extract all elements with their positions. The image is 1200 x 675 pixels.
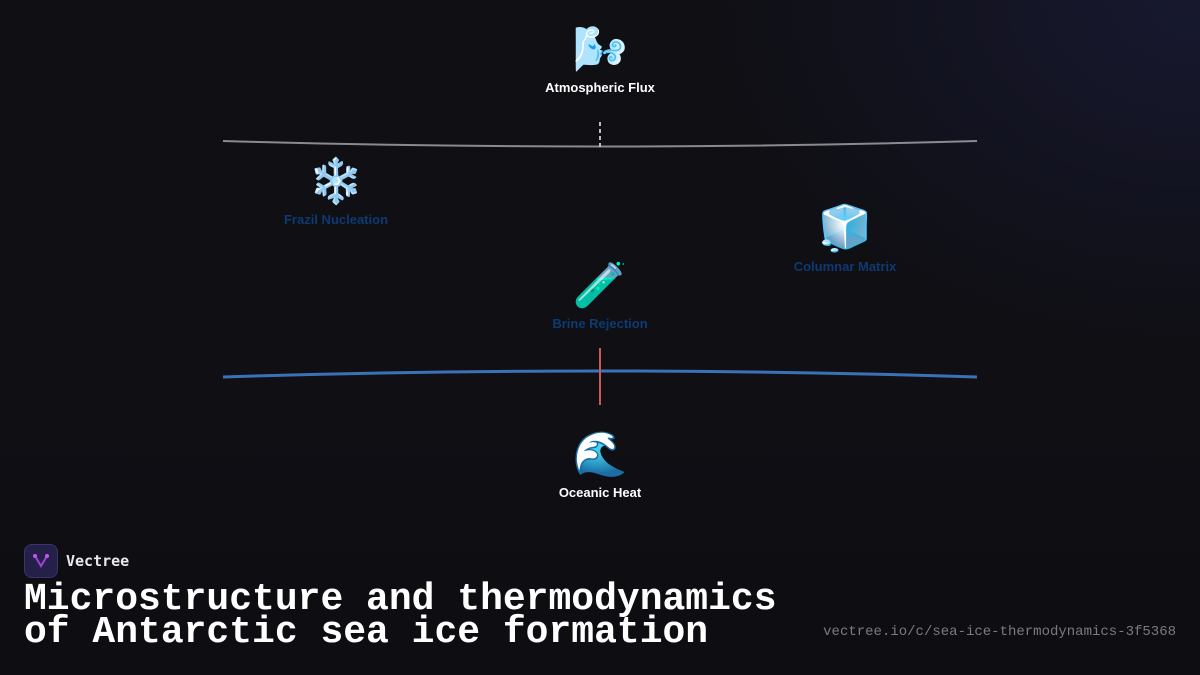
- brand-name: Vectree: [66, 552, 130, 570]
- node-frazil-nucleation[interactable]: ❄️ Frazil Nucleation: [283, 157, 389, 228]
- node-label: Columnar Matrix: [793, 259, 897, 274]
- test-tube-icon: 🧪: [572, 261, 628, 310]
- node-label: Oceanic Heat: [558, 485, 642, 500]
- wave-icon: 🌊: [572, 430, 628, 479]
- brand[interactable]: Vectree: [24, 544, 129, 578]
- ice-cube-icon: 🧊: [817, 204, 873, 253]
- page-title: Microstructure and thermodynamics of Ant…: [24, 578, 777, 654]
- node-oceanic-heat[interactable]: 🌊 Oceanic Heat: [558, 430, 642, 501]
- node-label: Frazil Nucleation: [283, 212, 389, 227]
- share-url[interactable]: vectree.io/c/sea-ice-thermodynamics-3f53…: [823, 624, 1176, 640]
- vectree-logo-icon: [24, 544, 58, 578]
- node-brine-rejection[interactable]: 🧪 Brine Rejection: [552, 261, 648, 332]
- node-label: Brine Rejection: [552, 316, 648, 331]
- node-atmospheric-flux[interactable]: 🌬️ Atmospheric Flux: [545, 25, 655, 96]
- node-label: Atmospheric Flux: [545, 80, 655, 95]
- node-columnar-matrix[interactable]: 🧊 Columnar Matrix: [793, 204, 897, 275]
- snowflake-icon: ❄️: [308, 157, 364, 206]
- wind-face-icon: 🌬️: [572, 25, 628, 74]
